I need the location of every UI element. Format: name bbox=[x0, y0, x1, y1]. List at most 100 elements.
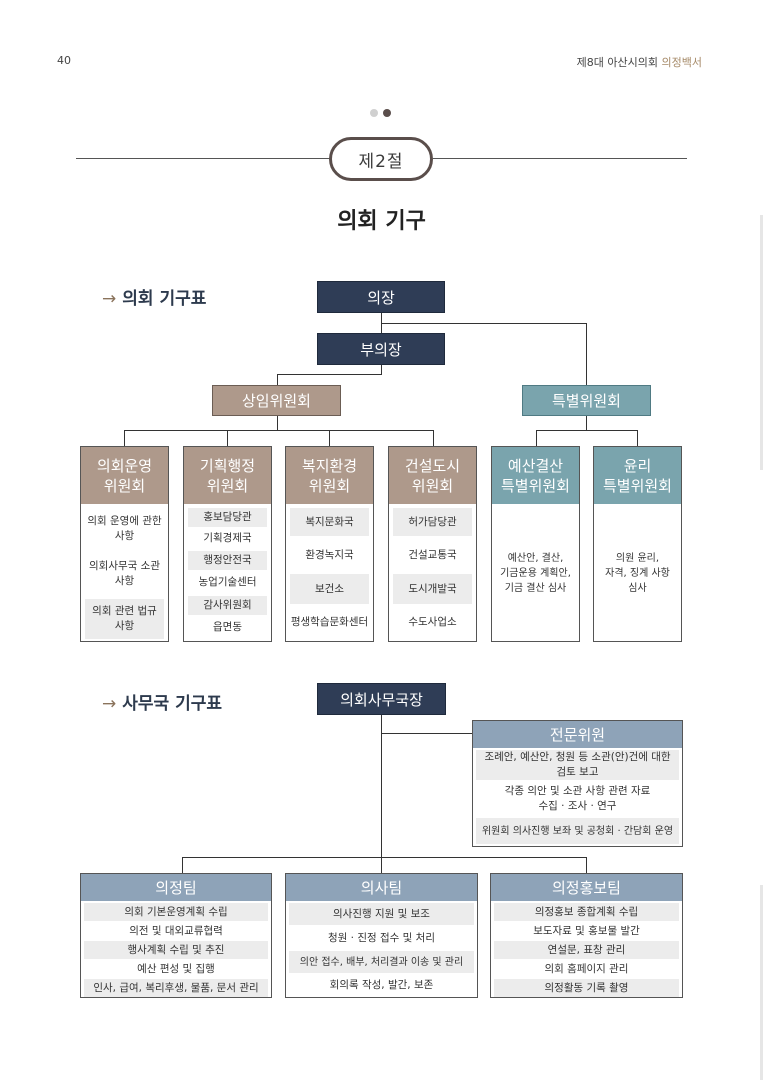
connector bbox=[536, 430, 638, 431]
expert-duty: 조례안, 예산안, 청원 등 소관(안)건에 대한 검토 보고 bbox=[476, 750, 679, 780]
section-title: 의회 기구 bbox=[337, 209, 426, 234]
team-duty: 의정활동 기록 촬영 bbox=[494, 979, 679, 997]
experts-title: 전문위원 bbox=[473, 721, 682, 748]
connector bbox=[277, 374, 278, 385]
section-rule-left bbox=[76, 158, 330, 159]
connector bbox=[586, 857, 587, 873]
team-duty: 의전 및 대외교류협력 bbox=[129, 924, 223, 937]
team-panel-uisa: 의사팀 의사진행 지원 및 보조 청원 · 진정 접수 및 처리 의안 접수, … bbox=[285, 873, 478, 998]
department: 환경녹지국 bbox=[305, 548, 354, 561]
standing-committee-box: 상임위원회 bbox=[212, 385, 341, 416]
arrow-right-icon: → bbox=[102, 289, 117, 309]
experts-panel: 전문위원 조례안, 예산안, 청원 등 소관(안)건에 대한 검토 보고 각종 … bbox=[472, 720, 683, 847]
team-duty: 의회 홈페이지 관리 bbox=[544, 962, 629, 975]
committee-planning-admin: 기획행정 위원회 홍보담당관 기획경제국 행정안전국 농업기술센터 감사위원회 … bbox=[183, 446, 272, 642]
committee-duty: 의회 운영에 관한 사항 bbox=[87, 514, 162, 542]
team-duty: 청원 · 진정 접수 및 처리 bbox=[328, 931, 435, 944]
team-duty: 인사, 급여, 복리후생, 물품, 문서 관리 bbox=[84, 979, 268, 997]
team-duty: 예산 편성 및 집행 bbox=[137, 962, 215, 975]
chair-box: 의장 bbox=[317, 281, 445, 313]
committee-construction: 건설도시 위원회 허가담당관 건설교통국 도시개발국 수도사업소 bbox=[388, 446, 477, 642]
book-title-accent: 의정백서 bbox=[661, 56, 702, 69]
connector bbox=[381, 323, 587, 324]
department: 보건소 bbox=[290, 574, 369, 604]
team-duty: 의안 접수, 배부, 처리결과 이송 및 관리 bbox=[289, 951, 474, 973]
committee-operations: 의회운영 위원회 의회 운영에 관한 사항 의회사무국 소관 사항 의회 관련 … bbox=[80, 446, 169, 642]
department: 행정안전국 bbox=[188, 551, 267, 570]
section-label: 제2절 bbox=[329, 137, 433, 181]
department: 홍보담당관 bbox=[188, 508, 267, 527]
team-duty: 행사계획 수립 및 추진 bbox=[84, 941, 268, 959]
connector bbox=[182, 857, 183, 873]
page-number: 40 bbox=[57, 54, 71, 67]
committee-duty: 예산안, 결산, 기금운용 계획안, 기금 결산 심사 bbox=[500, 553, 571, 594]
page-edge-shadow bbox=[760, 215, 763, 470]
team-duty: 보도자료 및 홍보물 발간 bbox=[533, 924, 640, 937]
expert-duty: 위원회 의사진행 보좌 및 공청회 · 간담회 운영 bbox=[476, 818, 679, 844]
team-duty: 연설문, 표창 관리 bbox=[494, 941, 679, 959]
department: 복지문화국 bbox=[290, 508, 369, 536]
council-chart-heading: →의회 기구표 bbox=[102, 284, 206, 309]
page-dot-inactive bbox=[370, 109, 378, 117]
team-duty: 의정홍보 종합계획 수립 bbox=[494, 903, 679, 921]
connector bbox=[433, 430, 434, 446]
director-box: 의회사무국장 bbox=[317, 683, 446, 715]
committee-duty: 의회사무국 소관 사항 bbox=[89, 560, 160, 587]
department: 수도사업소 bbox=[408, 615, 457, 628]
office-chart-heading-text: 사무국 기구표 bbox=[122, 694, 223, 714]
committee-duty: 의원 윤리, 자격, 징계 사항 심사 bbox=[605, 553, 670, 594]
team-title: 의정홍보팀 bbox=[491, 874, 682, 901]
department: 농업기술센터 bbox=[198, 576, 257, 588]
connector bbox=[329, 430, 330, 446]
section-rule-right bbox=[433, 158, 687, 159]
committee-name: 복지환경 위원회 bbox=[286, 447, 373, 504]
vice-chair-box: 부의장 bbox=[317, 333, 445, 365]
page-edge-shadow bbox=[760, 885, 763, 1080]
committee-name: 기획행정 위원회 bbox=[184, 447, 271, 504]
team-duty: 회의록 작성, 발간, 보존 bbox=[329, 979, 434, 991]
connector bbox=[277, 416, 278, 430]
department: 읍면동 bbox=[213, 621, 242, 633]
committee-ethics-special: 윤리 특별위원회 의원 윤리, 자격, 징계 사항 심사 bbox=[593, 446, 682, 642]
connector bbox=[381, 715, 382, 858]
committee-name: 윤리 특별위원회 bbox=[594, 447, 681, 504]
connector bbox=[381, 857, 382, 873]
committee-duty: 의회 관련 법규 사항 bbox=[85, 599, 164, 639]
committee-name: 예산결산 특별위원회 bbox=[492, 447, 579, 504]
book-title: 제8대 아산시의회 의정백서 bbox=[577, 54, 702, 70]
department: 감사위원회 bbox=[188, 596, 267, 615]
connector bbox=[536, 430, 537, 446]
department: 평생학습문화센터 bbox=[290, 615, 369, 628]
department: 건설교통국 bbox=[408, 548, 457, 561]
department: 허가담당관 bbox=[393, 508, 472, 536]
committee-welfare-env: 복지환경 위원회 복지문화국 환경녹지국 보건소 평생학습문화센터 bbox=[285, 446, 374, 642]
arrow-right-icon: → bbox=[102, 694, 117, 714]
page-dot-active bbox=[383, 109, 391, 117]
department: 기획경제국 bbox=[203, 532, 252, 544]
connector bbox=[124, 430, 125, 446]
team-title: 의정팀 bbox=[81, 874, 271, 901]
committee-name: 의회운영 위원회 bbox=[81, 447, 168, 504]
connector bbox=[277, 374, 382, 375]
book-title-main: 제8대 아산시의회 bbox=[576, 56, 659, 69]
connector bbox=[381, 733, 472, 734]
connector bbox=[586, 416, 587, 430]
expert-duty: 각종 의안 및 소관 사항 관련 자료 수집 · 조사 · 연구 bbox=[504, 785, 651, 812]
team-panel-pr: 의정홍보팀 의정홍보 종합계획 수립 보도자료 및 홍보물 발간 연설문, 표창… bbox=[490, 873, 683, 998]
team-panel-uijeong: 의정팀 의회 기본운영계획 수립 의전 및 대외교류협력 행사계획 수립 및 추… bbox=[80, 873, 272, 998]
committee-name: 건설도시 위원회 bbox=[389, 447, 476, 504]
special-committee-box: 특별위원회 bbox=[522, 385, 651, 416]
team-title: 의사팀 bbox=[286, 874, 477, 901]
connector bbox=[182, 857, 587, 858]
team-duty: 의사진행 지원 및 보조 bbox=[289, 903, 474, 925]
connector bbox=[227, 430, 228, 446]
team-duty: 의회 기본운영계획 수립 bbox=[84, 903, 268, 921]
connector bbox=[381, 365, 382, 375]
connector bbox=[124, 430, 434, 431]
office-chart-heading: →사무국 기구표 bbox=[102, 689, 222, 714]
department: 도시개발국 bbox=[393, 574, 472, 604]
connector bbox=[637, 430, 638, 446]
committee-budget-special: 예산결산 특별위원회 예산안, 결산, 기금운용 계획안, 기금 결산 심사 bbox=[491, 446, 580, 642]
council-chart-heading-text: 의회 기구표 bbox=[122, 289, 207, 309]
connector bbox=[586, 323, 587, 385]
